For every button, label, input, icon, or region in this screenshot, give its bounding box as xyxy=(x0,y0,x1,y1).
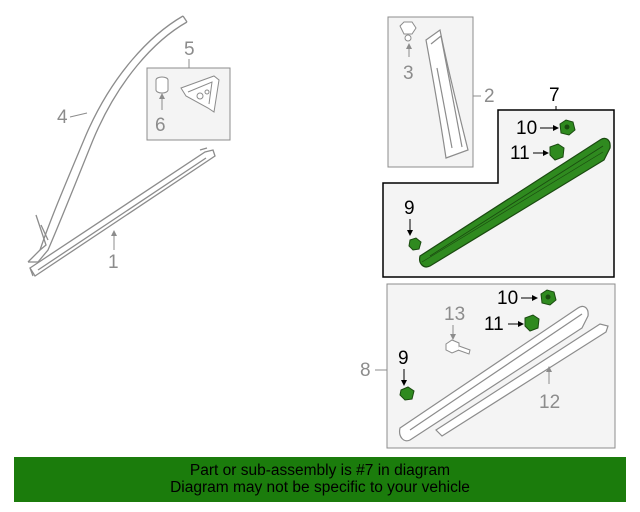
callout-6: 6 xyxy=(155,115,166,136)
callout-11-b: 11 xyxy=(484,314,504,335)
arrow-9-b xyxy=(401,380,407,386)
arrow-10-b xyxy=(532,295,538,301)
info-banner: Part or sub-assembly is #7 in diagram Di… xyxy=(14,457,626,502)
arrow-11-a xyxy=(543,150,549,156)
callout-9-a: 9 xyxy=(404,198,415,219)
callout-1: 1 xyxy=(108,252,119,273)
callout-12: 12 xyxy=(539,392,560,413)
arrow-11-b xyxy=(518,321,524,327)
callout-3: 3 xyxy=(403,63,414,84)
part-10-nut-a xyxy=(559,119,576,136)
arrow-12 xyxy=(546,366,552,372)
banner-line-2: Diagram may not be specific to your vehi… xyxy=(170,479,470,496)
banner-line-1: Part or sub-assembly is #7 in diagram xyxy=(189,462,451,479)
arrow-1 xyxy=(111,230,117,236)
arrow-10-a xyxy=(553,125,559,131)
part-9-clip-a xyxy=(408,237,422,251)
part-8-molding xyxy=(399,305,589,442)
part-11-clip-a xyxy=(549,143,565,161)
callout-4: 4 xyxy=(57,107,68,128)
part-12-molding xyxy=(435,323,609,437)
part-10-nut-b xyxy=(540,289,557,306)
part-13-screw xyxy=(445,339,471,355)
callout-10-a: 10 xyxy=(516,118,537,139)
part-11-clip-b xyxy=(524,314,540,332)
leader-4 xyxy=(69,112,88,118)
part-3-clip xyxy=(399,21,417,42)
part-6-cap xyxy=(155,76,169,94)
part-5-garnish xyxy=(180,75,220,113)
callout-8: 8 xyxy=(360,360,371,381)
callout-13: 13 xyxy=(444,304,465,325)
arrow-6 xyxy=(159,93,165,99)
part-9-clip-b xyxy=(399,386,415,401)
part-4-pillar-molding xyxy=(27,15,188,263)
callout-5: 5 xyxy=(184,39,195,60)
callout-10-b: 10 xyxy=(497,288,518,309)
callout-9-b: 9 xyxy=(398,348,409,369)
part-1-rocker-molding xyxy=(29,147,216,277)
callout-7: 7 xyxy=(549,85,560,106)
arrow-13 xyxy=(450,334,456,340)
callout-11-a: 11 xyxy=(510,143,530,164)
arrow-3 xyxy=(406,43,412,49)
callout-2: 2 xyxy=(484,86,495,107)
arrow-9-a xyxy=(407,230,413,236)
part-2-pillar-garnish xyxy=(425,28,469,159)
part-7-door-molding xyxy=(419,137,611,268)
